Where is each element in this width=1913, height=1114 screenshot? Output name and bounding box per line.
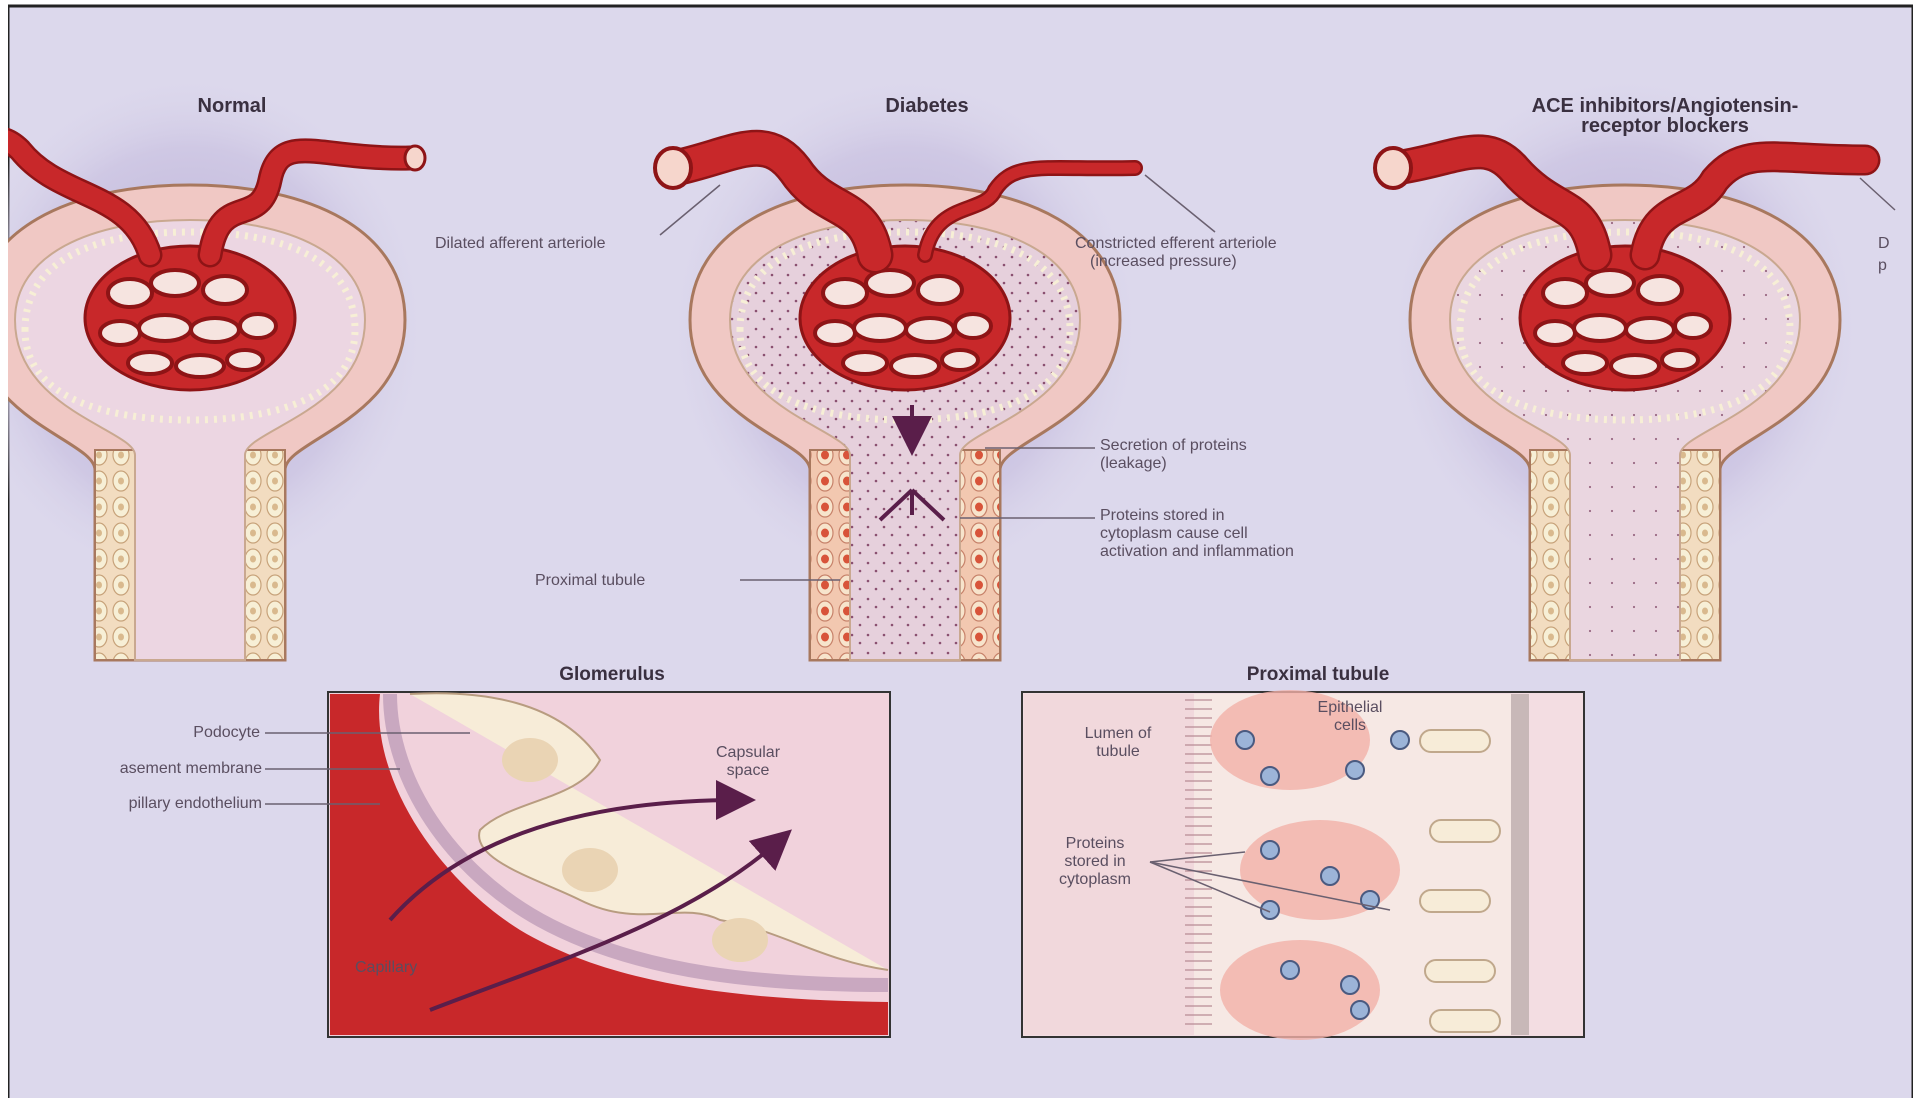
label-stored-3: activation and inflammation [1100, 543, 1294, 560]
normal-capillary-loop [240, 314, 276, 338]
normal-capillary-loop [128, 352, 172, 374]
inset-cell-process [1420, 890, 1490, 912]
ace-capillary-loop [1586, 270, 1634, 296]
label-proteins-3: cytoplasm [1059, 871, 1131, 888]
normal-capillary-loop [108, 279, 152, 307]
ace-capillary-loop [1662, 350, 1698, 370]
label-capillary-endothelium: pillary endothelium [129, 795, 262, 812]
label-podocyte: Podocyte [193, 724, 260, 741]
label-capillary: Capillary [355, 959, 417, 976]
panel-title-normal: Normal [198, 95, 267, 117]
diabetes-tubule-wall-right [960, 450, 1000, 660]
normal-vessel-opening [405, 146, 425, 170]
label-lumen: Lumen of [1085, 725, 1152, 742]
diabetes-capillary-loop [891, 355, 939, 377]
inset-cell-process [1425, 960, 1495, 982]
label-ace-cut-2: p [1878, 257, 1887, 274]
tubule-title: Proximal tubule [1247, 664, 1390, 685]
normal-tubule-wall-right [245, 450, 285, 660]
normal-capillary-loop [176, 355, 224, 377]
inset-protein-granule [1346, 761, 1364, 779]
ace-tubule-wall-left [1530, 450, 1570, 660]
label-lumen-2: tubule [1096, 743, 1140, 760]
ace-capillary-loop [1543, 279, 1587, 307]
inset-protein-granule [1351, 1001, 1369, 1019]
label-stored-1: Proteins stored in [1100, 507, 1225, 524]
label-basement-membrane: asement membrane [120, 760, 262, 777]
ace-capillary-loop [1563, 352, 1607, 374]
inset-protein-granule [1341, 976, 1359, 994]
inset-cell-process [1430, 1010, 1500, 1032]
label-capsular-space: Capsular [716, 744, 781, 761]
panel-title-diabetes: Diabetes [885, 95, 968, 117]
label-constricted-efferent-note: (increased pressure) [1090, 253, 1237, 270]
ace-capillary-loop [1535, 321, 1575, 345]
inset-protein-granule [1321, 867, 1339, 885]
inset-protein-granule [1261, 767, 1279, 785]
label-proteins-2: stored in [1064, 853, 1125, 870]
normal-tubule-wall-left [95, 450, 135, 660]
label-epithelial: Epithelial [1318, 699, 1383, 716]
ace-vessel-opening [1375, 148, 1411, 188]
normal-capillary-loop [100, 321, 140, 345]
diabetes-capillary-loop [854, 315, 906, 341]
diabetes-capillary-loop [918, 276, 962, 304]
inset-podocyte-nucleus [502, 738, 558, 782]
diabetes-capillary-loop [942, 350, 978, 370]
normal-capillary-loop [139, 315, 191, 341]
ace-capillary-loop [1626, 318, 1674, 342]
diabetes-capillary-loop [823, 279, 867, 307]
label-capsular-space-2: space [727, 762, 770, 779]
diabetes-tubule-wall-left [810, 450, 850, 660]
diabetes-capillary-loop [906, 318, 954, 342]
ace-capillary-loop [1638, 276, 1682, 304]
ace-capillary-loop [1574, 315, 1626, 341]
diabetes-capillary-loop [866, 270, 914, 296]
inset-podocyte-nucleus [562, 848, 618, 892]
diabetes-capillary-loop [843, 352, 887, 374]
diabetes-capillary-loop [815, 321, 855, 345]
label-constricted-efferent: Constricted efferent arteriole [1075, 235, 1277, 252]
inset-protein-granule [1261, 841, 1279, 859]
label-ace-cut-1: D [1878, 235, 1890, 252]
panel-title-ace-line1: ACE inhibitors/Angiotensin- [1532, 95, 1799, 117]
glomerulus-title: Glomerulus [559, 664, 665, 685]
ace-tubule-wall-right [1680, 450, 1720, 660]
normal-capillary-loop [191, 318, 239, 342]
ace-capillary-loop [1611, 355, 1659, 377]
panel-title-ace-line2: receptor blockers [1581, 115, 1749, 137]
inset-podocyte-nucleus [712, 918, 768, 962]
inset-protein-granule [1236, 731, 1254, 749]
inset-protein-granule [1391, 731, 1409, 749]
inset-cell-process [1430, 820, 1500, 842]
ace-capillary-loop [1675, 314, 1711, 338]
label-secretion-note: (leakage) [1100, 455, 1167, 472]
normal-capillary-loop [203, 276, 247, 304]
label-stored-2: cytoplasm cause cell [1100, 525, 1248, 542]
left-margin [0, 0, 8, 1109]
normal-capillary-loop [227, 350, 263, 370]
label-proteins: Proteins [1066, 835, 1125, 852]
label-proximal-tubule: Proximal tubule [535, 572, 645, 589]
label-epithelial-2: cells [1334, 717, 1366, 734]
inset-cell-process [1420, 730, 1490, 752]
diabetes-capillary-loop [955, 314, 991, 338]
label-dilated-afferent: Dilated afferent arteriole [435, 235, 606, 252]
inset-protein-granule [1281, 961, 1299, 979]
label-secretion: Secretion of proteins [1100, 437, 1247, 454]
glomerulus-inset [328, 692, 890, 1037]
normal-capillary-loop [151, 270, 199, 296]
diabetes-vessel-opening [655, 148, 691, 188]
